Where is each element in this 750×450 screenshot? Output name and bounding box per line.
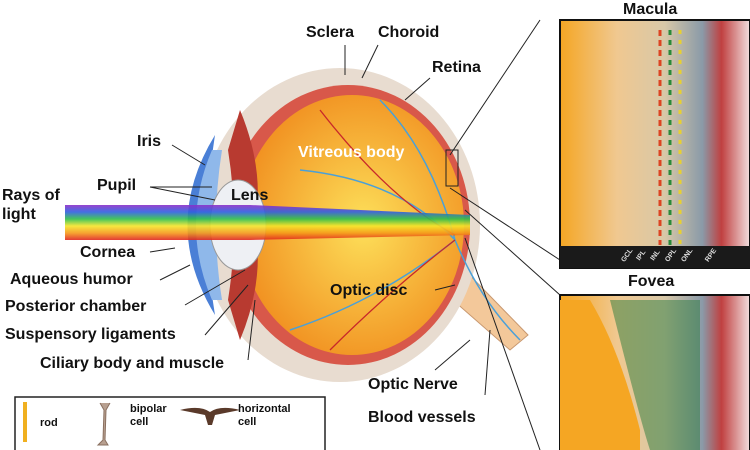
label-vitreous-body: Vitreous body [298, 144, 405, 161]
label-posterior-chamber: Posterior chamber [5, 298, 147, 315]
legend-box [14, 396, 326, 450]
label-rays-of-light: Rays of light [2, 187, 60, 224]
macula-title: Macula [623, 1, 678, 18]
label-optic-nerve: Optic Nerve [368, 376, 458, 393]
label-suspensory-ligaments: Suspensory ligaments [5, 326, 176, 343]
label-cornea: Cornea [80, 244, 136, 261]
label-ciliary-body: Ciliary body and muscle [40, 355, 225, 372]
label-aqueous-humor: Aqueous humor [10, 271, 133, 288]
rod-icon [23, 402, 27, 442]
fovea-inset [559, 294, 750, 450]
legend-rod: rod [40, 417, 58, 429]
label-iris: Iris [137, 133, 162, 150]
legend-horizontal-cell: horizontal cell [238, 403, 291, 429]
label-retina: Retina [432, 59, 481, 76]
label-sclera: Sclera [306, 24, 355, 41]
horizontal-cell-icon [180, 407, 240, 425]
label-optic-disc: Optic disc [330, 282, 408, 299]
macula-inset [559, 19, 750, 269]
label-lens: Lens [231, 187, 269, 204]
label-pupil: Pupil [97, 177, 137, 194]
light-rays [65, 205, 470, 240]
legend-bipolar-cell: bipolar cell [130, 403, 167, 429]
leader-lines [149, 19, 561, 450]
label-choroid: Choroid [378, 24, 440, 41]
label-blood-vessels: Blood vessels [368, 409, 476, 426]
bipolar-cell-icon [96, 402, 111, 446]
fovea-title: Fovea [628, 273, 675, 290]
